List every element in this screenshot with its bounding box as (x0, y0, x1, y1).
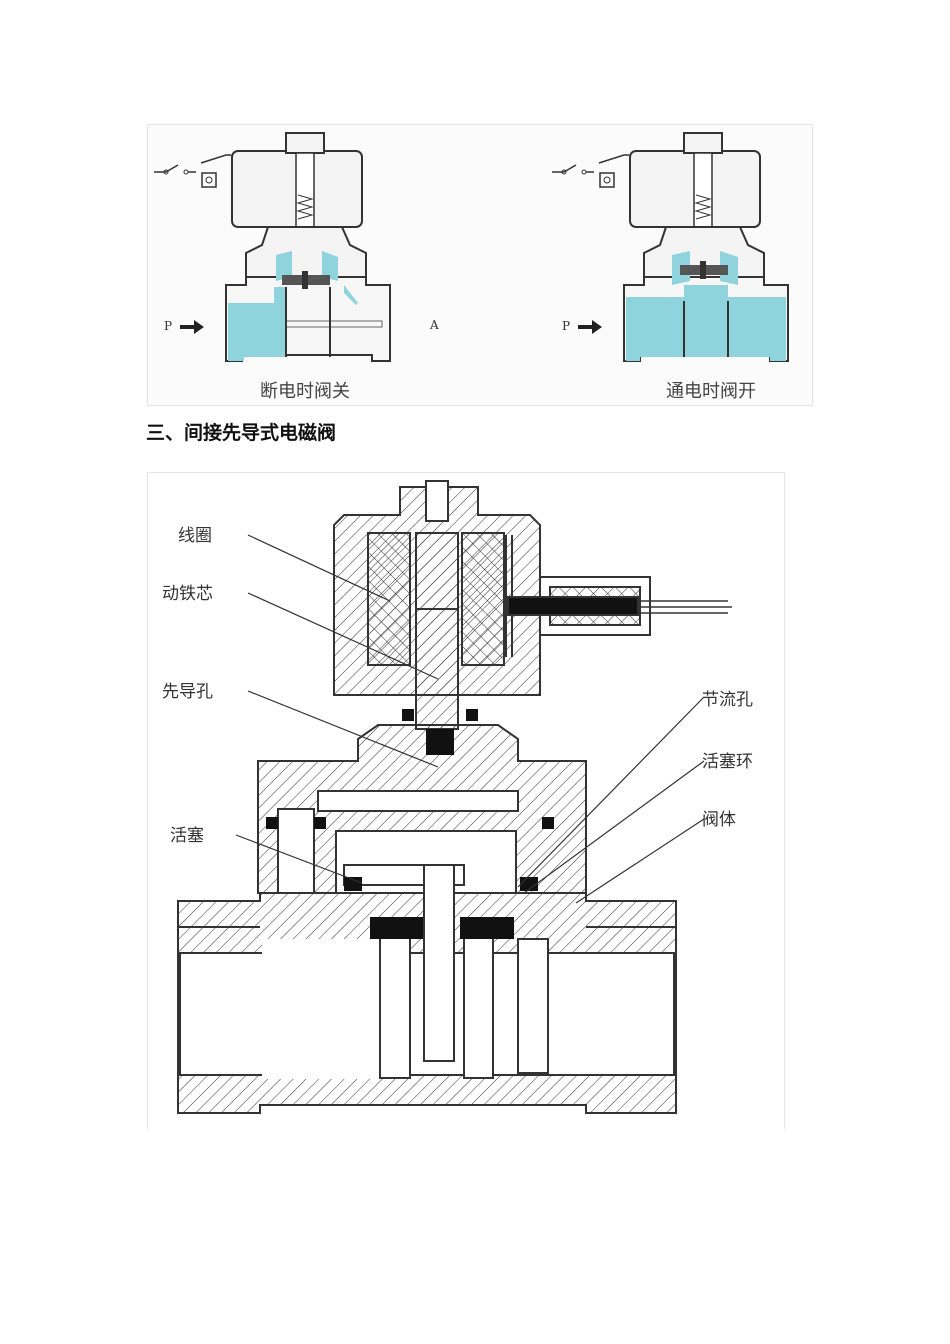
section-heading: 三、间接先导式电磁阀 (146, 422, 337, 444)
seals-shape (266, 709, 554, 939)
valve-open-diagram (551, 132, 789, 362)
leader-lines (235, 534, 705, 904)
label-throttle-hole: 节流孔 (702, 690, 753, 710)
bonnet-shape (257, 724, 587, 894)
label-valve-body: 阀体 (702, 810, 736, 830)
flow-arrow-right-icon (578, 320, 602, 334)
mid-label: A (429, 318, 439, 332)
valve-closed-diagram (153, 132, 391, 362)
label-piston-ring: 活塞环 (702, 752, 753, 772)
cable-shape (507, 576, 732, 636)
label-coil: 线圈 (178, 526, 212, 546)
caption-open: 通电时阀开 (666, 381, 756, 402)
flow-arrow-left-icon (180, 320, 204, 334)
coil-housing-shape (333, 480, 541, 730)
pilot-valve-diagram: 线圈 动铁芯 先导孔 节流孔 活塞环 阀体 活塞 (162, 480, 753, 1114)
label-piston: 活塞 (170, 826, 204, 846)
inlet-label-right: P (562, 319, 570, 333)
label-moving-core: 动铁芯 (162, 584, 213, 604)
label-pilot-hole: 先导孔 (162, 682, 213, 702)
inlet-label-left: P (164, 319, 172, 333)
direct-valve-figure: P 断电时阀关 A P 通电时阀开 (147, 124, 813, 406)
caption-closed: 断电时阀关 (260, 381, 350, 402)
direct-valve-diagram: P 断电时阀关 A P 通电时阀开 (153, 132, 789, 402)
pilot-valve-figure: 线圈 动铁芯 先导孔 节流孔 活塞环 阀体 活塞 (147, 472, 785, 1129)
